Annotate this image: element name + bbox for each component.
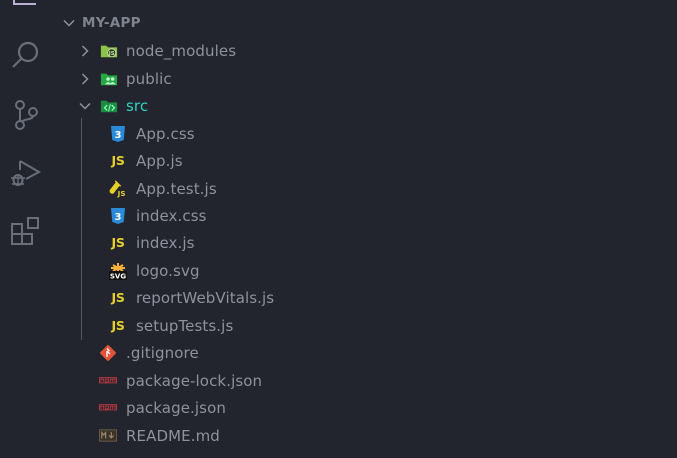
tree-item-label: public <box>126 69 172 88</box>
svg-text:3: 3 <box>115 130 122 141</box>
folder-node-icon: JS <box>100 42 118 60</box>
folder-src-icon <box>100 97 118 115</box>
tree-item-label: App.test.js <box>136 179 217 198</box>
activity-bar <box>0 0 52 458</box>
tree-item-node-modules[interactable]: JS node_modules <box>52 37 677 64</box>
indent-guide <box>81 118 82 340</box>
chevron-right-icon <box>81 44 89 57</box>
run-debug-icon[interactable] <box>9 155 43 189</box>
svg-text:3: 3 <box>115 212 122 223</box>
tree-item-label: index.js <box>136 233 195 252</box>
svg-file-icon: SVG <box>109 262 127 280</box>
tree-item-label: index.css <box>136 206 207 225</box>
explorer-root-my-app[interactable]: MY-APP <box>52 9 677 36</box>
tree-item-label: reportWebVitals.js <box>136 288 275 307</box>
files-icon[interactable] <box>9 0 43 16</box>
tree-item-label: App.css <box>136 124 195 143</box>
chevron-down-icon <box>79 102 91 110</box>
tree-item-public[interactable]: public <box>52 65 677 92</box>
tree-item-index-js[interactable]: JS index.js <box>52 229 677 256</box>
tree-item-setup-tests-js[interactable]: JS setupTests.js <box>52 312 677 339</box>
svg-text:JS: JS <box>117 189 126 198</box>
folder-public-icon <box>100 70 118 88</box>
tree-item-label: README.md <box>126 426 220 445</box>
chevron-right-icon <box>81 72 89 85</box>
tree-item-label: App.js <box>136 151 183 170</box>
npm-file-icon <box>99 372 117 390</box>
tree-item-report-web-vitals-js[interactable]: JS reportWebVitals.js <box>52 284 677 311</box>
tree-item-label: node_modules <box>126 41 237 60</box>
tree-item-label: logo.svg <box>136 261 200 280</box>
tree-item-src[interactable]: src <box>52 92 677 119</box>
markdown-file-icon <box>99 427 117 445</box>
tree-item-readme-md[interactable]: README.md <box>52 422 677 449</box>
root-folder-label: MY-APP <box>82 14 141 31</box>
tree-item-label: package.json <box>126 398 226 417</box>
search-icon[interactable] <box>9 38 43 72</box>
tree-item-label: src <box>126 96 149 115</box>
js-file-icon: JS <box>111 153 125 168</box>
npm-file-icon <box>99 399 117 417</box>
extensions-icon[interactable] <box>9 214 43 248</box>
tree-item-package-lock-json[interactable]: package-lock.json <box>52 367 677 394</box>
css-file-icon: 3 <box>109 125 127 143</box>
tree-item-index-css[interactable]: 3 index.css <box>52 202 677 229</box>
tree-item-label: .gitignore <box>126 343 199 362</box>
js-file-icon: JS <box>111 235 125 250</box>
git-file-icon <box>99 344 117 362</box>
tree-item-logo-svg[interactable]: SVG logo.svg <box>52 257 677 284</box>
tree-item-app-css[interactable]: 3 App.css <box>52 120 677 147</box>
svg-text:JS: JS <box>108 51 115 57</box>
tree-item-gitignore[interactable]: .gitignore <box>52 339 677 366</box>
source-control-icon[interactable] <box>9 97 43 131</box>
tree-item-app-test-js[interactable]: JS App.test.js <box>52 175 677 202</box>
tree-item-label: setupTests.js <box>136 316 234 335</box>
js-test-file-icon: JS <box>109 179 127 198</box>
js-file-icon: JS <box>111 318 125 333</box>
tree-item-package-json[interactable]: package.json <box>52 394 677 421</box>
svg-text:SVG: SVG <box>110 272 126 280</box>
css-file-icon: 3 <box>109 207 127 225</box>
chevron-down-icon <box>63 19 75 27</box>
js-file-icon: JS <box>111 290 125 305</box>
explorer-panel: MY-APP JS node_modules <box>52 0 677 458</box>
tree-item-app-js[interactable]: JS App.js <box>52 147 677 174</box>
tree-item-label: package-lock.json <box>126 371 263 390</box>
